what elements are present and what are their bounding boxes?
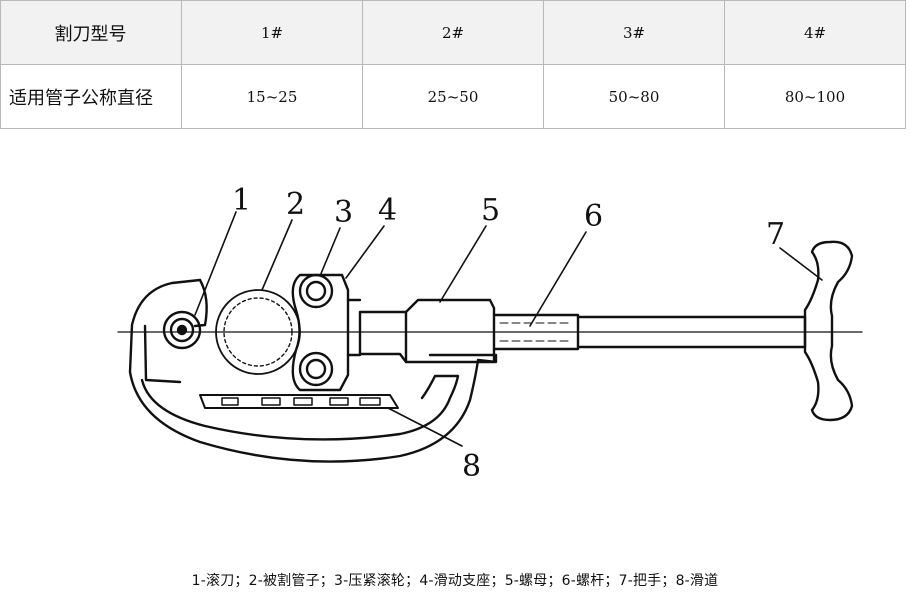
callout-2: 2 <box>286 187 305 222</box>
lower-roller-inner <box>305 358 327 380</box>
callout-4: 4 <box>378 193 397 228</box>
leader-line-4 <box>345 225 385 279</box>
leader-line-8 <box>387 407 463 447</box>
lower-roller <box>298 351 334 387</box>
sliding-support <box>291 273 350 392</box>
callout-5: 5 <box>481 193 500 228</box>
upper-roller-inner <box>305 280 327 302</box>
diagram-caption: 1-滚刀；2-被割管子；3-压紧滚轮；4-滑动支座；5-螺母；6-螺杆；7-把手… <box>191 573 719 589</box>
frame-inner <box>140 374 460 441</box>
cutter-wheel <box>162 310 202 350</box>
callout-3: 3 <box>334 195 353 230</box>
nut-body <box>358 298 496 364</box>
row-label-cell: 适用管子公称直径 <box>0 64 182 129</box>
leader-line-1 <box>194 211 237 316</box>
model-cell-4: 4# <box>724 0 906 65</box>
rail-slot <box>221 397 239 406</box>
pipe-cutter-diagram: 1 2 3 4 5 6 7 8 <box>117 183 863 484</box>
callout-8: 8 <box>462 449 481 484</box>
frame-left-wall <box>143 324 182 384</box>
rail-slot <box>329 397 349 406</box>
cutter-wheel-inner <box>169 317 195 343</box>
diameter-cell-4: 80~100 <box>724 64 906 129</box>
specification-table: 割刀型号 1# 2# 3# 4# 适用管子公称直径 15~25 25~50 50… <box>0 0 906 129</box>
frame-hook <box>193 278 208 328</box>
leader-line-2 <box>261 219 293 291</box>
model-cell-1: 1# <box>181 0 363 65</box>
leader-line-5 <box>439 225 487 303</box>
pipe-inner-circle <box>223 297 293 367</box>
rail-slot <box>359 397 381 406</box>
t-handle <box>803 240 854 422</box>
slide-rail <box>199 394 399 409</box>
leader-line-3 <box>319 227 341 277</box>
header-label-cell: 割刀型号 <box>0 0 182 65</box>
leader-line-6 <box>529 231 587 327</box>
callout-7: 7 <box>766 217 785 252</box>
table-diameter-row: 适用管子公称直径 15~25 25~50 50~80 80~100 <box>0 64 906 129</box>
frame-outer <box>128 278 498 463</box>
diameter-cell-3: 50~80 <box>543 64 725 129</box>
callout-1: 1 <box>232 183 251 218</box>
callout-6: 6 <box>584 199 603 234</box>
model-cell-3: 3# <box>543 0 725 65</box>
diameter-cell-2: 25~50 <box>362 64 544 129</box>
rail-slot <box>293 397 313 406</box>
diameter-cell-1: 15~25 <box>181 64 363 129</box>
leader-line-7 <box>779 247 823 281</box>
cutter-wheel-axle <box>176 324 188 336</box>
rail-slot <box>261 397 281 406</box>
table-header-row: 割刀型号 1# 2# 3# 4# <box>0 0 906 65</box>
upper-roller <box>298 273 334 309</box>
model-cell-2: 2# <box>362 0 544 65</box>
